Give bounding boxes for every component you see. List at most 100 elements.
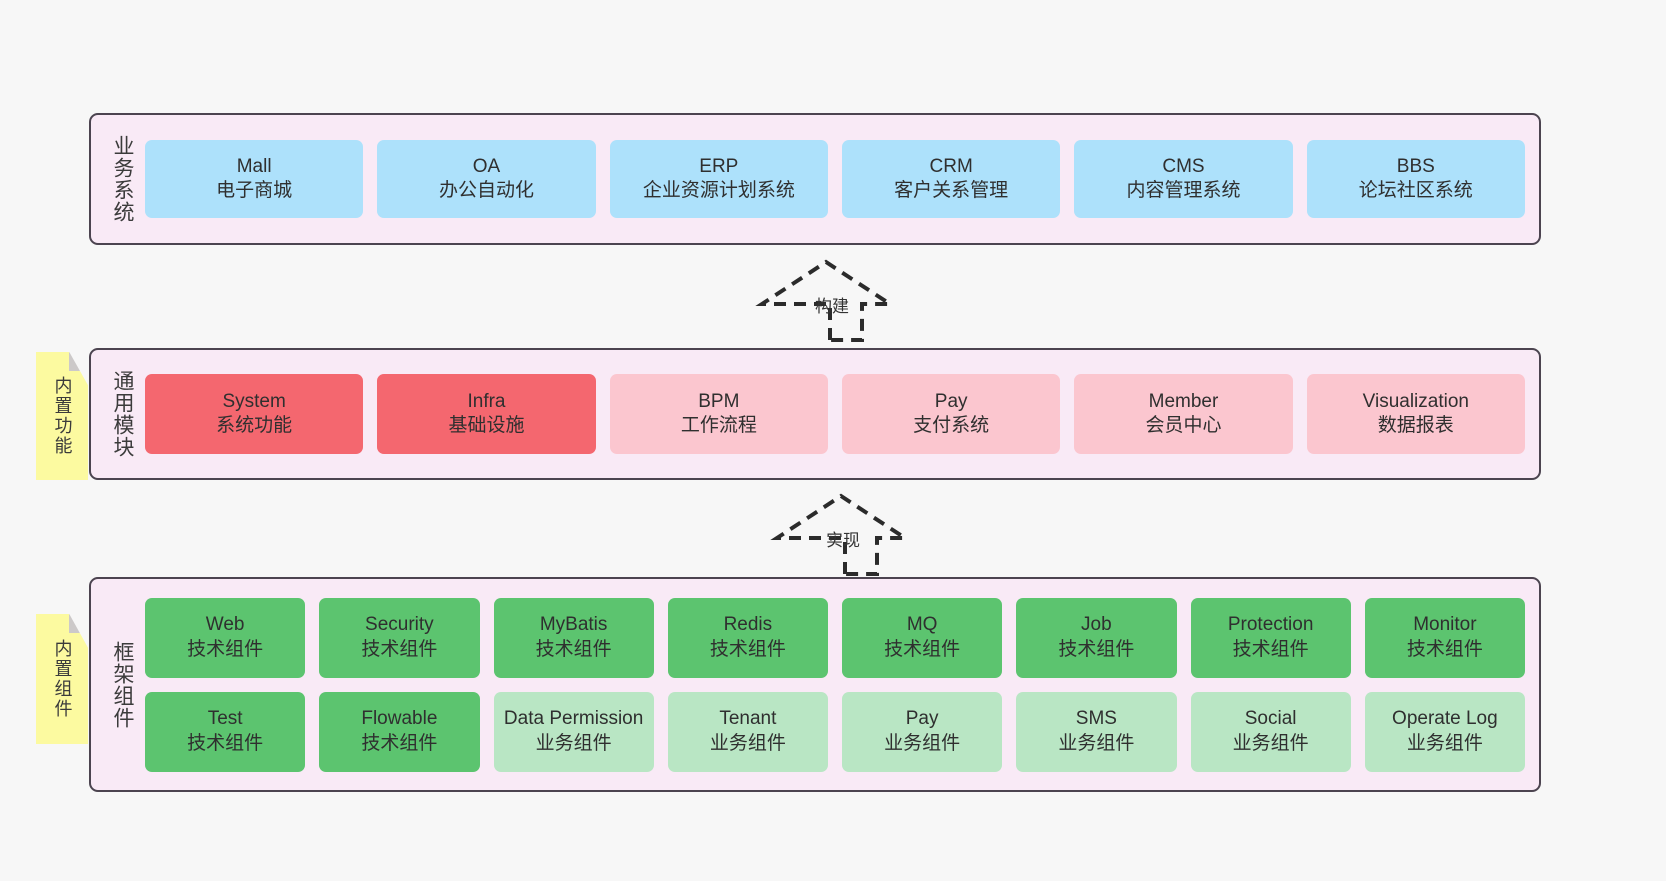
card-title-en: MyBatis <box>539 614 608 636</box>
relation-label-implement: 实现 <box>826 531 860 550</box>
card-title-en: Redis <box>723 614 773 636</box>
layer-title-common: 通用模块 <box>111 370 134 458</box>
sticky-note-builtin-components: 内置组件 <box>36 614 88 744</box>
sticky-fold-icon <box>69 614 88 633</box>
card-mall[interactable]: Mall 电子商城 <box>145 140 364 218</box>
card-pay-component[interactable]: Pay 业务组件 <box>842 691 1003 772</box>
framework-cards-area: Web 技术组件 Security 技术组件 MyBatis 技术组件 Redi… <box>137 579 1539 790</box>
card-title-cn: 论坛社区系统 <box>1358 180 1473 201</box>
card-bpm[interactable]: BPM 工作流程 <box>609 374 828 454</box>
card-title-en: Test <box>207 708 243 730</box>
card-title-en: MQ <box>906 614 938 636</box>
card-title-en: CRM <box>929 155 973 177</box>
sticky-note-label: 内置功能 <box>52 376 73 456</box>
card-cms[interactable]: CMS 内容管理系统 <box>1074 140 1293 218</box>
card-title-cn: 数据报表 <box>1377 415 1454 436</box>
card-title-en: Protection <box>1227 614 1314 636</box>
generalization-arrow-build <box>755 258 920 354</box>
layer-common-modules: 通用模块 System 系统功能 Infra 基础设施 BPM 工作流程 Pay… <box>89 348 1541 480</box>
card-test[interactable]: Test 技术组件 <box>145 691 306 772</box>
card-infra[interactable]: Infra 基础设施 <box>377 374 596 454</box>
card-title-cn: 技术组件 <box>535 638 612 660</box>
card-title-cn: 基础设施 <box>448 415 525 436</box>
card-title-cn: 技术组件 <box>1058 638 1135 660</box>
card-data-permission[interactable]: Data Permission 业务组件 <box>493 691 654 772</box>
layer-title-framework: 框架组件 <box>111 640 134 729</box>
card-title-cn: 技术组件 <box>1406 638 1483 660</box>
card-title-en: Operate Log <box>1392 708 1498 730</box>
card-title-cn: 业务组件 <box>1406 732 1483 754</box>
card-title-cn: 办公自动化 <box>438 180 534 201</box>
card-mybatis[interactable]: MyBatis 技术组件 <box>493 597 654 678</box>
card-title-cn: 内容管理系统 <box>1126 180 1241 201</box>
card-pay-module[interactable]: Pay 支付系统 <box>841 374 1061 454</box>
card-title-en: Flowable <box>361 708 438 730</box>
card-title-cn: 技术组件 <box>187 732 264 754</box>
relation-label-build: 构建 <box>815 297 849 316</box>
layer-business-systems: 业务系统 Mall 电子商城 OA 办公自动化 ERP 企业资源计划系统 CRM… <box>89 113 1541 245</box>
card-title-en: Infra <box>467 390 506 412</box>
card-title-en: Mall <box>236 155 272 177</box>
generalization-arrow-implement <box>770 492 935 588</box>
sticky-note-label: 内置组件 <box>52 639 73 719</box>
card-bbs[interactable]: BBS 论坛社区系统 <box>1306 140 1525 218</box>
card-sms[interactable]: SMS 业务组件 <box>1016 691 1177 772</box>
business-cards-area: Mall 电子商城 OA 办公自动化 ERP 企业资源计划系统 CRM 客户关系… <box>137 115 1539 243</box>
card-title-cn: 业务组件 <box>535 732 612 754</box>
card-title-en: Monitor <box>1413 614 1477 636</box>
card-protection[interactable]: Protection 技术组件 <box>1190 597 1351 678</box>
card-title-en: Pay <box>934 390 968 412</box>
card-title-cn: 技术组件 <box>709 638 786 660</box>
card-erp[interactable]: ERP 企业资源计划系统 <box>609 140 828 218</box>
card-tenant[interactable]: Tenant 业务组件 <box>667 691 828 772</box>
card-title-en: Tenant <box>719 708 777 730</box>
card-operate-log[interactable]: Operate Log 业务组件 <box>1364 691 1525 772</box>
card-title-cn: 业务组件 <box>1232 732 1309 754</box>
generalization-arrow-build-shape <box>755 259 897 342</box>
card-title-cn: 技术组件 <box>884 638 961 660</box>
card-job[interactable]: Job 技术组件 <box>1016 597 1177 678</box>
card-title-cn: 技术组件 <box>1232 638 1309 660</box>
card-social[interactable]: Social 业务组件 <box>1190 691 1351 772</box>
card-member[interactable]: Member 会员中心 <box>1074 374 1293 454</box>
card-monitor[interactable]: Monitor 技术组件 <box>1364 597 1525 678</box>
card-title-en: BPM <box>698 390 740 412</box>
business-card-row: Mall 电子商城 OA 办公自动化 ERP 企业资源计划系统 CRM 客户关系… <box>145 140 1525 218</box>
card-title-en: Web <box>205 614 245 636</box>
card-title-cn: 技术组件 <box>361 732 438 754</box>
card-flowable[interactable]: Flowable 技术组件 <box>319 691 480 772</box>
card-title-en: Job <box>1081 614 1112 636</box>
framework-card-row-business: Test 技术组件 Flowable 技术组件 Data Permission … <box>145 691 1525 772</box>
card-oa[interactable]: OA 办公自动化 <box>377 140 596 218</box>
card-mq[interactable]: MQ 技术组件 <box>842 597 1003 678</box>
card-title-en: Pay <box>905 708 939 730</box>
card-title-en: BBS <box>1396 155 1435 177</box>
card-security[interactable]: Security 技术组件 <box>319 597 480 678</box>
card-visualization[interactable]: Visualization 数据报表 <box>1306 374 1525 454</box>
card-title-en: SMS <box>1075 708 1117 730</box>
sticky-note-builtin-features: 内置功能 <box>36 352 88 480</box>
generalization-arrow-implement-shape <box>770 493 912 576</box>
card-crm[interactable]: CRM 客户关系管理 <box>841 140 1061 218</box>
common-cards-area: System 系统功能 Infra 基础设施 BPM 工作流程 Pay 支付系统… <box>137 350 1539 478</box>
card-title-cn: 企业资源计划系统 <box>642 180 795 201</box>
layer-title-business: 业务系统 <box>111 135 134 223</box>
card-title-cn: 会员中心 <box>1145 415 1222 436</box>
card-system[interactable]: System 系统功能 <box>145 374 364 454</box>
card-title-cn: 支付系统 <box>913 415 990 436</box>
card-title-cn: 技术组件 <box>361 638 438 660</box>
common-card-row: System 系统功能 Infra 基础设施 BPM 工作流程 Pay 支付系统… <box>145 374 1525 454</box>
card-title-cn: 客户关系管理 <box>894 180 1009 201</box>
card-title-en: Member <box>1148 390 1219 412</box>
card-web[interactable]: Web 技术组件 <box>145 597 306 678</box>
card-title-en: Security <box>365 614 434 636</box>
card-title-en: CMS <box>1162 155 1205 177</box>
card-title-cn: 业务组件 <box>709 732 786 754</box>
card-title-en: ERP <box>699 155 739 177</box>
card-title-en: Data Permission <box>503 708 644 730</box>
card-title-en: System <box>222 390 286 412</box>
card-title-cn: 电子商城 <box>216 180 293 201</box>
card-redis[interactable]: Redis 技术组件 <box>667 597 828 678</box>
framework-card-row-tech: Web 技术组件 Security 技术组件 MyBatis 技术组件 Redi… <box>145 597 1525 678</box>
